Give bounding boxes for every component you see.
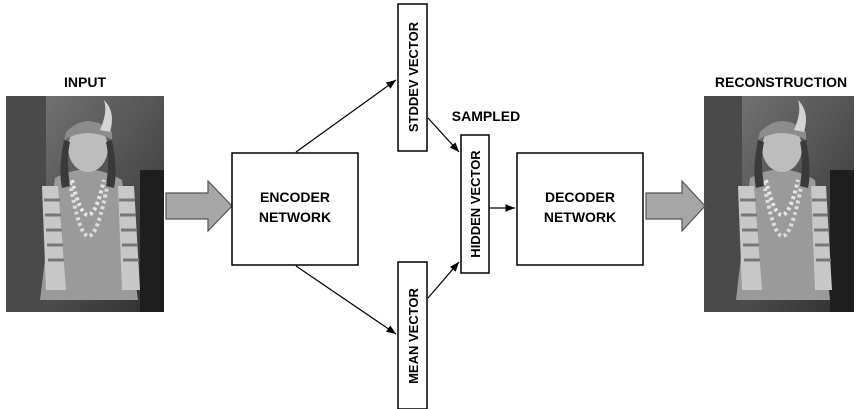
- reconstruction-label: RECONSTRUCTION: [715, 74, 847, 90]
- mean-to-hidden-arrow: [427, 261, 460, 299]
- input-to-encoder-arrow: [165, 179, 233, 233]
- hidden-vector-label: HIDDEN VECTOR: [468, 150, 483, 258]
- reconstruction-photo: [704, 96, 854, 312]
- encoder-to-stddev-arrow: [295, 79, 397, 153]
- encoder-line1: ENCODER: [260, 189, 330, 205]
- decoder-line2: NETWORK: [544, 209, 616, 225]
- input-label: INPUT: [64, 74, 106, 90]
- sampled-label: SAMPLED: [452, 108, 520, 124]
- hidden-vector-box: HIDDEN VECTOR: [460, 134, 490, 274]
- input-photo: [6, 96, 164, 312]
- encoder-to-mean-arrow: [295, 265, 397, 335]
- mean-vector-box: MEAN VECTOR: [397, 261, 428, 409]
- decoder-network-box: DECODER NETWORK: [516, 152, 644, 266]
- stddev-vector-label: STDDEV VECTOR: [406, 21, 421, 132]
- mean-vector-label: MEAN VECTOR: [406, 287, 421, 383]
- stddev-to-hidden-arrow: [427, 117, 460, 153]
- encoder-line2: NETWORK: [259, 209, 331, 225]
- decoder-to-output-arrow: [645, 179, 706, 233]
- stddev-vector-box: STDDEV VECTOR: [397, 3, 428, 152]
- encoder-network-box: ENCODER NETWORK: [231, 152, 359, 266]
- decoder-line1: DECODER: [545, 189, 615, 205]
